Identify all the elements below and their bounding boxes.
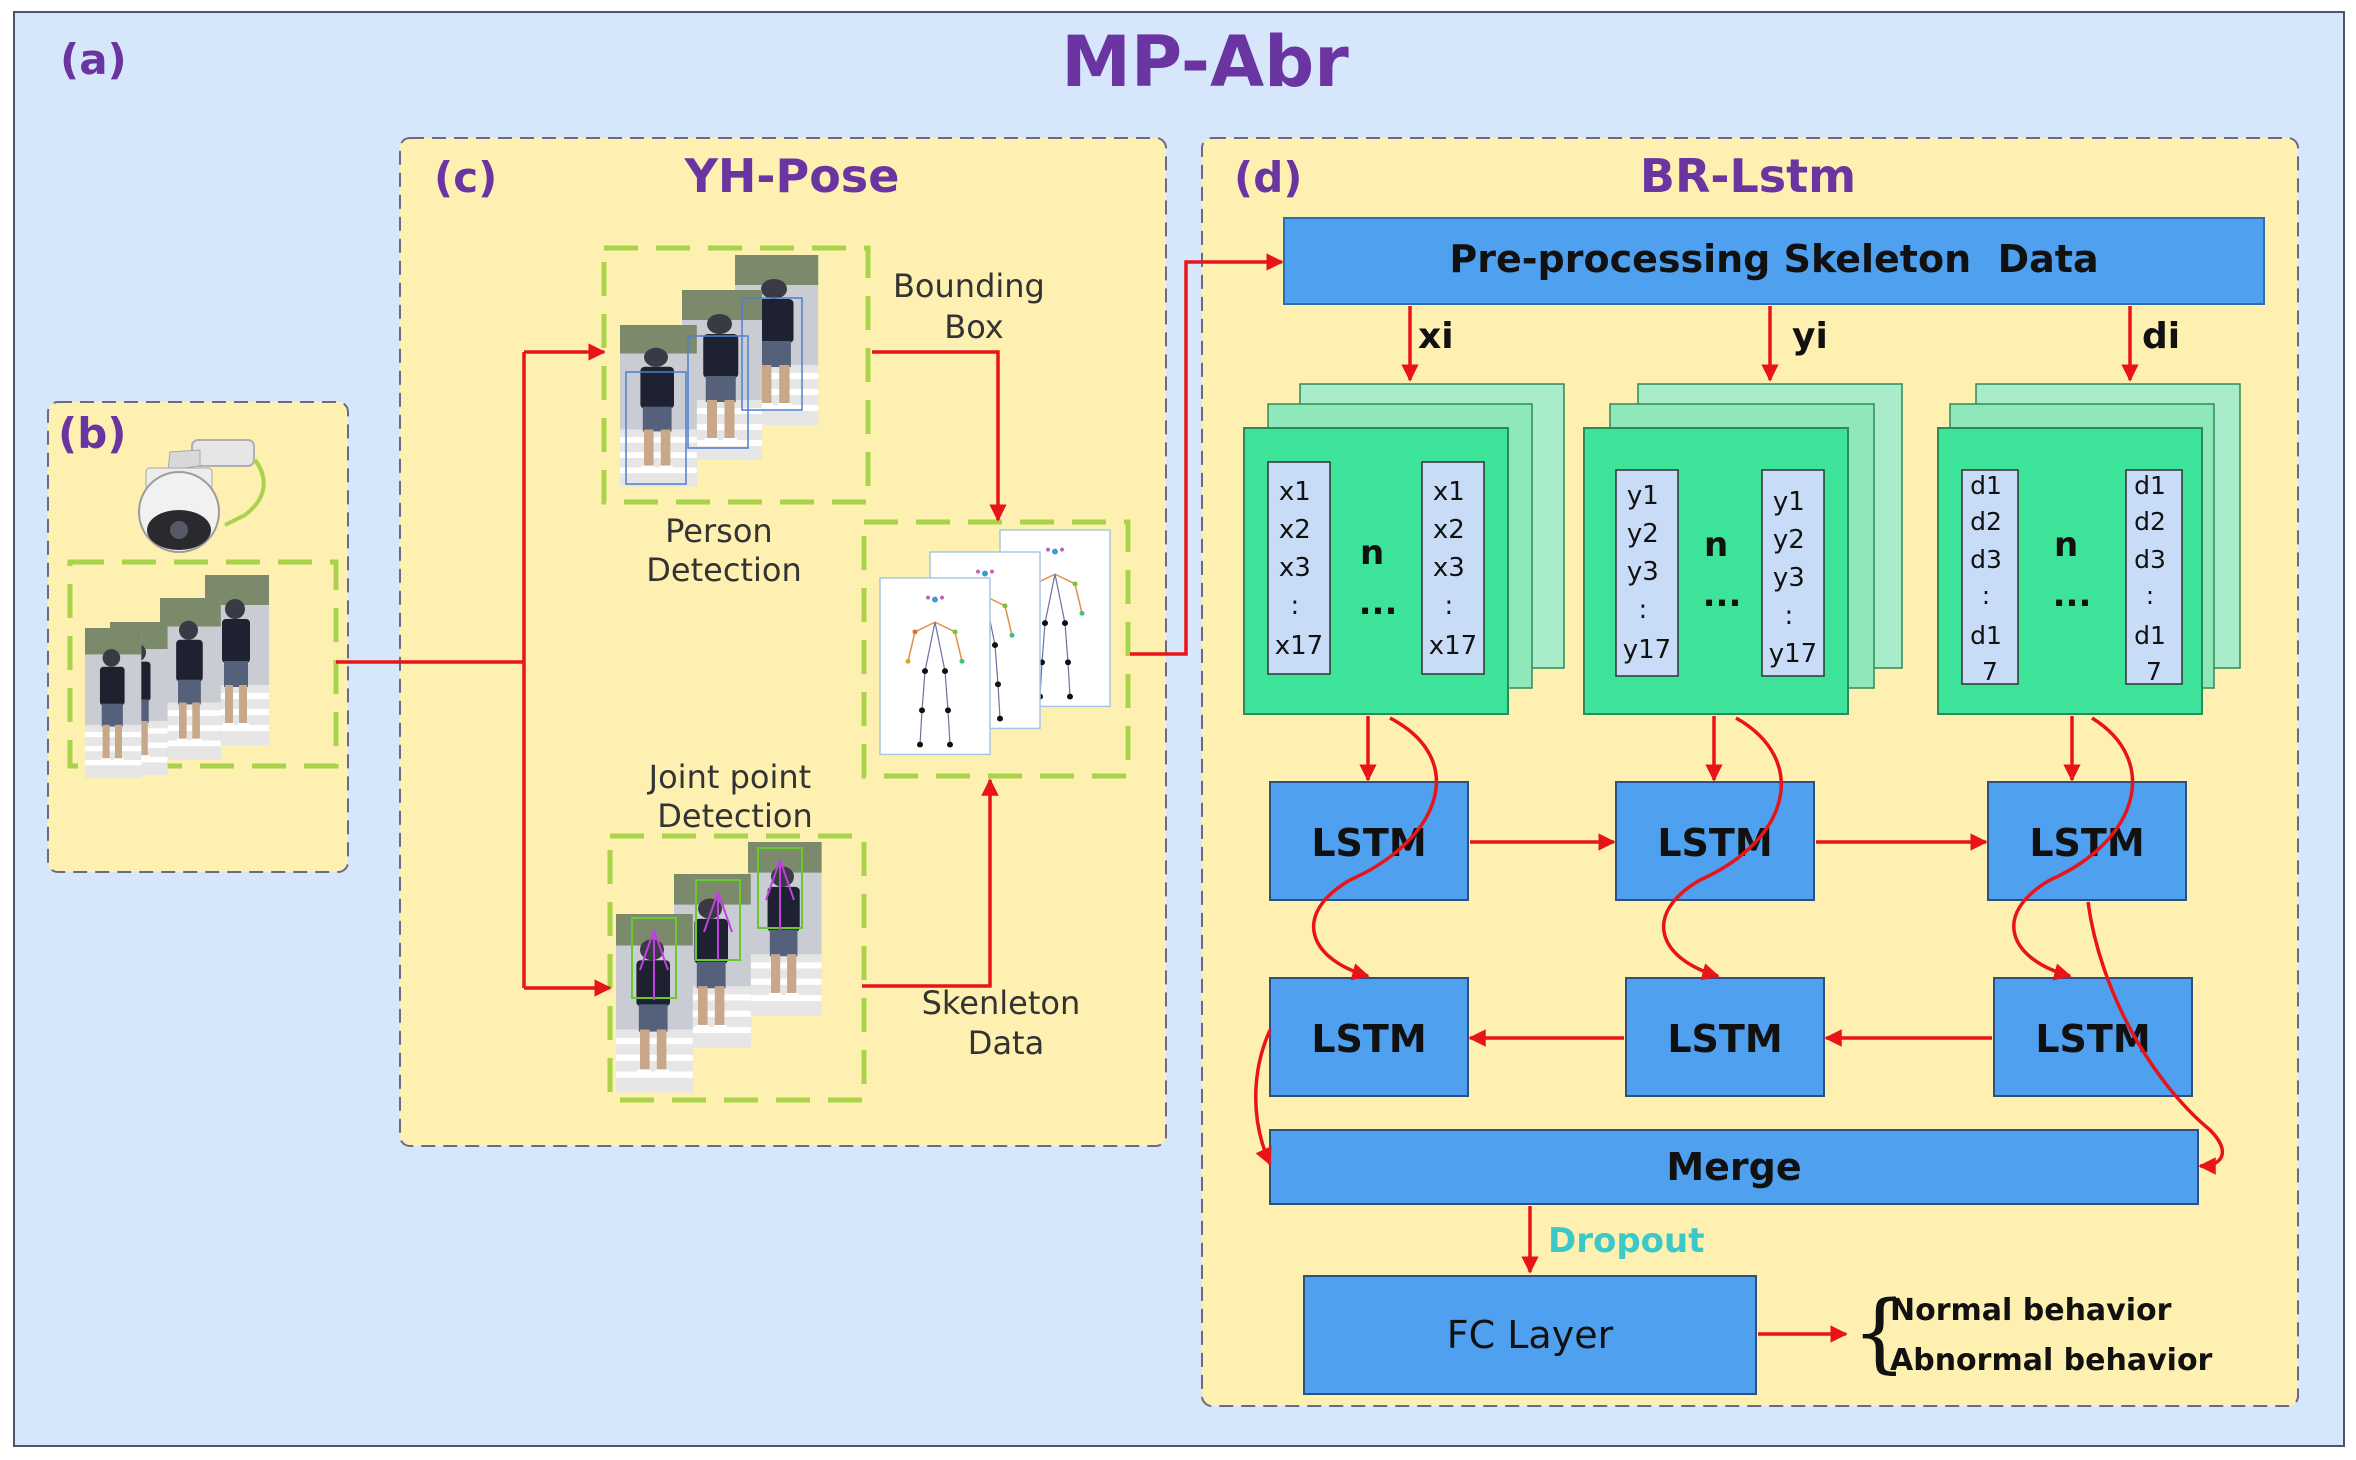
output-brace: { [1852,1283,1907,1383]
pose-frame [861,519,1131,779]
input-label-y: yi [1792,316,1828,357]
svg-text:y1 y2 y3 :: y1 y2 y3 : y17 [1769,487,1817,669]
panel-a-tag: (a) [60,35,127,84]
bbox-label: Bounding Box [893,267,1055,346]
panel-c-title: YH-Pose [684,149,900,203]
panel-c-tag: (c) [434,153,497,202]
svg-text:x1 x2 x3 :: x1 x2 x3 : x17 [1275,477,1323,661]
sequence-stack-d: d1 d2 d3 : d1 7 d1 d2 d3 : d1 7 n ... [1937,383,2241,715]
merge-box [1269,1129,2199,1205]
output-abnormal: Abnormal behavior [1890,1343,2213,1378]
joint-detection-label: Joint point Detection [647,758,822,835]
panel-c [399,137,1167,1147]
skeleton-data-label: Skenleton Data [922,984,1091,1062]
lstm-backward-2 [1625,977,1825,1097]
merge-label: Merge [1666,1145,1801,1189]
svg-text:d1 d2 d3 :: d1 d2 d3 : d1 7 [1970,471,2010,686]
panel-b-tag: (b) [58,409,126,458]
fc-layer-label: FC Layer [1447,1313,1614,1357]
preprocess-label: Pre-processing Skeleton Data [1449,237,2098,281]
panel-a-title: MP-Abr [1061,21,1349,103]
output-normal: Normal behavior [1890,1293,2172,1328]
flow-arrows [336,253,2225,1343]
lstm-forward-2 [1615,781,1815,901]
svg-text:n ...: n ... [1359,533,1398,623]
lstm-backward-1-label: LSTM [1311,1017,1426,1061]
input-label-d: di [2142,316,2180,357]
fc-layer-box [1303,1275,1757,1395]
camera-icon [138,439,266,553]
lstm-backward-2-label: LSTM [1667,1017,1782,1061]
person-detection-frame [601,245,871,505]
person-detection-label: Person Detection [646,512,801,589]
preprocess-box [1283,217,2265,305]
dropout-label: Dropout [1548,1221,1705,1261]
svg-text:n ...: n ... [2053,525,2092,615]
svg-text:y1 y2 y3 :: y1 y2 y3 : y17 [1623,481,1671,665]
lstm-backward-1 [1269,977,1469,1097]
lstm-backward-3-label: LSTM [2035,1017,2150,1061]
lstm-forward-3 [1987,781,2187,901]
joint-detection-images [616,842,822,1093]
svg-text:n ...: n ... [1703,525,1742,615]
person-detection-images [620,255,819,487]
svg-text:d1 d2 d3 :: d1 d2 d3 : d1 7 [2134,471,2174,686]
camera-frames-frame [67,559,339,769]
svg-text:x1 x2 x3 :: x1 x2 x3 : x17 [1429,477,1477,661]
sequence-stack-y: y1 y2 y3 : y17 y1 y2 y3 : y17 n ... [1583,383,1903,715]
panel-d-title: BR-Lstm [1640,149,1856,203]
sequence-stack-x: x1 x2 x3 : x17 x1 x2 x3 : x17 n ... [1243,383,1565,715]
panel-d-tag: (d) [1234,153,1302,202]
joint-detection-frame [607,833,867,1103]
input-label-x: xi [1418,316,1454,357]
lstm-forward-1-label: LSTM [1311,821,1426,865]
